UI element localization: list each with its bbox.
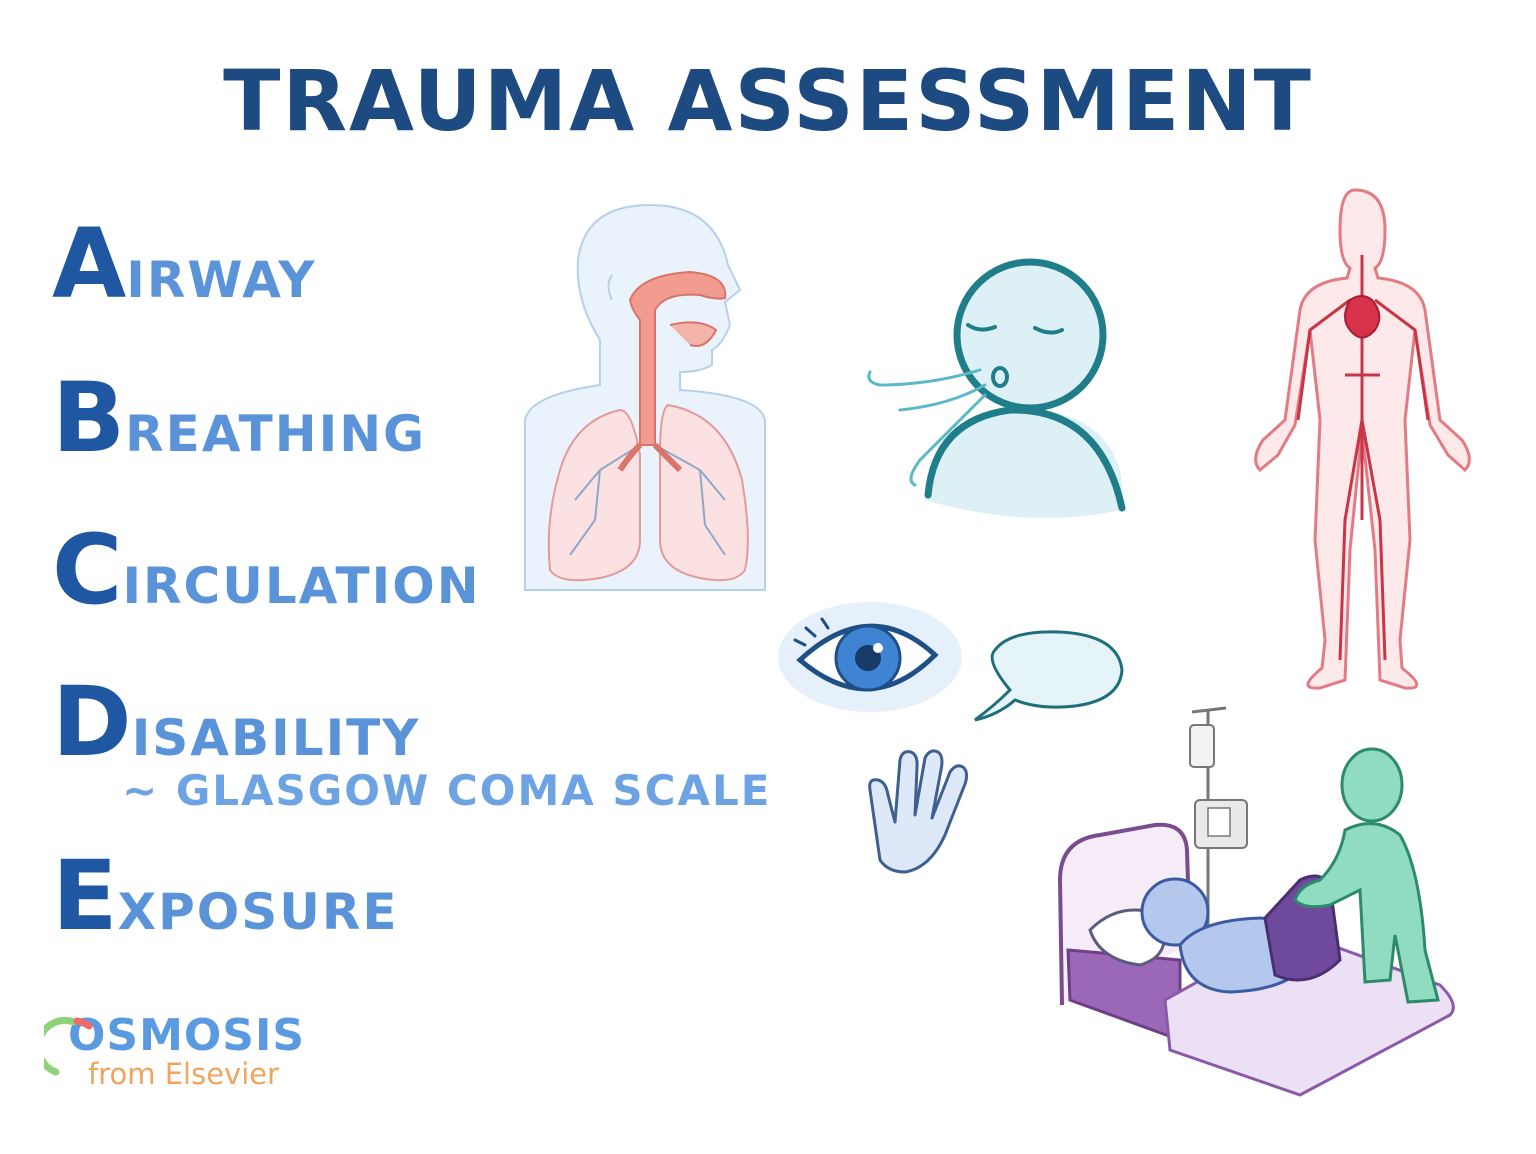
abcde-word: REATHING — [125, 405, 427, 463]
abcde-disability: DISABILITY — [52, 666, 421, 778]
abcde-word: XPOSURE — [117, 883, 399, 941]
glasgow-coma-scale-note: ~ GLASGOW COMA SCALE — [122, 766, 772, 815]
abcde-letter: A — [52, 208, 127, 320]
page-title: TRAUMA ASSESSMENT — [223, 52, 1313, 150]
logo-ring-icon — [44, 1016, 93, 1076]
abcde-word: IRWAY — [126, 251, 317, 309]
abcde-exposure: EXPOSURE — [52, 840, 399, 952]
patient-bed-exposure-icon — [1057, 706, 1455, 1097]
abcde-letter: D — [52, 666, 132, 778]
eye-icon — [778, 602, 962, 712]
abcde-breathing: BREATHING — [52, 362, 426, 474]
logo-name: OSMOSIS — [68, 1010, 306, 1061]
logo-tagline: from Elsevier — [88, 1057, 280, 1091]
breathing-person-icon — [867, 258, 1126, 518]
abcde-word: ISABILITY — [131, 709, 421, 767]
abcde-letter: E — [52, 840, 118, 952]
respiratory-system-icon — [524, 203, 766, 591]
abcde-word: IRCULATION — [122, 557, 481, 615]
speech-bubble-icon — [974, 630, 1124, 722]
hand-icon — [868, 749, 969, 874]
abcde-letter: B — [52, 362, 126, 474]
abcde-circulation: CIRCULATION — [52, 514, 481, 626]
abcde-letter: C — [52, 514, 123, 626]
circulatory-system-icon — [1254, 188, 1471, 690]
abcde-airway: AIRWAY — [52, 208, 316, 320]
osmosis-logo: OSMOSIS from Elsevier — [44, 1010, 305, 1091]
